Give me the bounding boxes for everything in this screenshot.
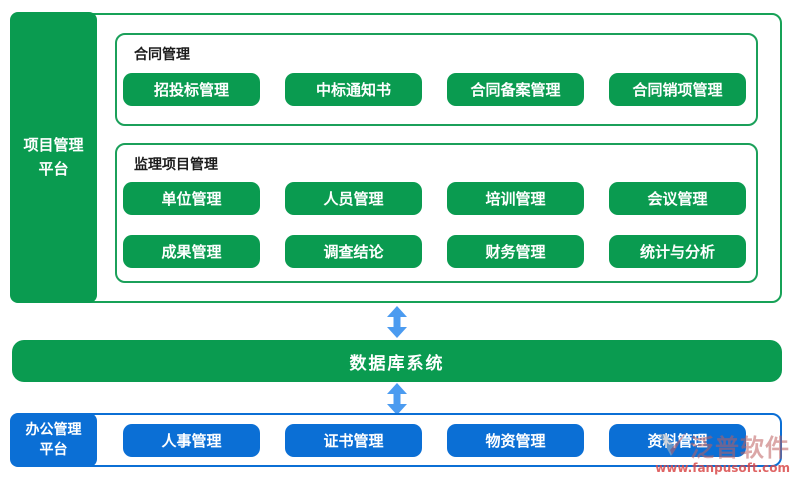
sidebar-label-line2: 平台 <box>38 159 69 178</box>
module-meeting-management[interactable]: 会议管理 <box>609 182 746 215</box>
module-personnel-management[interactable]: 人员管理 <box>285 182 422 215</box>
database-system-label: 数据库系统 <box>349 353 445 374</box>
office-label-line2: 平台 <box>39 442 68 458</box>
office-label-line1: 办公管理 <box>25 421 82 438</box>
module-unit-management[interactable]: 单位管理 <box>123 182 260 215</box>
sidebar-label-line1: 项目管理 <box>23 136 84 155</box>
module-document-management[interactable]: 资料管理 <box>609 424 746 457</box>
module-certificate-management[interactable]: 证书管理 <box>285 424 422 457</box>
contract-group-title: 合同管理 <box>134 47 190 63</box>
module-bidding-management[interactable]: 招投标管理 <box>123 73 260 106</box>
double-arrow-icon <box>385 383 409 415</box>
module-contract-filing[interactable]: 合同备案管理 <box>447 73 584 106</box>
module-award-notice[interactable]: 中标通知书 <box>285 73 422 106</box>
module-results-management[interactable]: 成果管理 <box>123 235 260 268</box>
sidebar-project-platform: 项目管理 平台 <box>10 12 97 303</box>
supervision-group-title: 监理项目管理 <box>134 157 218 173</box>
module-contract-output[interactable]: 合同销项管理 <box>609 73 746 106</box>
module-finance-management[interactable]: 财务管理 <box>447 235 584 268</box>
module-training-management[interactable]: 培训管理 <box>447 182 584 215</box>
module-material-management[interactable]: 物资管理 <box>447 424 584 457</box>
database-system-bar: 数据库系统 <box>12 340 782 382</box>
module-survey-conclusion[interactable]: 调查结论 <box>285 235 422 268</box>
module-hr-management[interactable]: 人事管理 <box>123 424 260 457</box>
module-statistics-analysis[interactable]: 统计与分析 <box>609 235 746 268</box>
double-arrow-icon <box>385 306 409 338</box>
sidebar-office-platform: 办公管理 平台 <box>10 413 97 467</box>
